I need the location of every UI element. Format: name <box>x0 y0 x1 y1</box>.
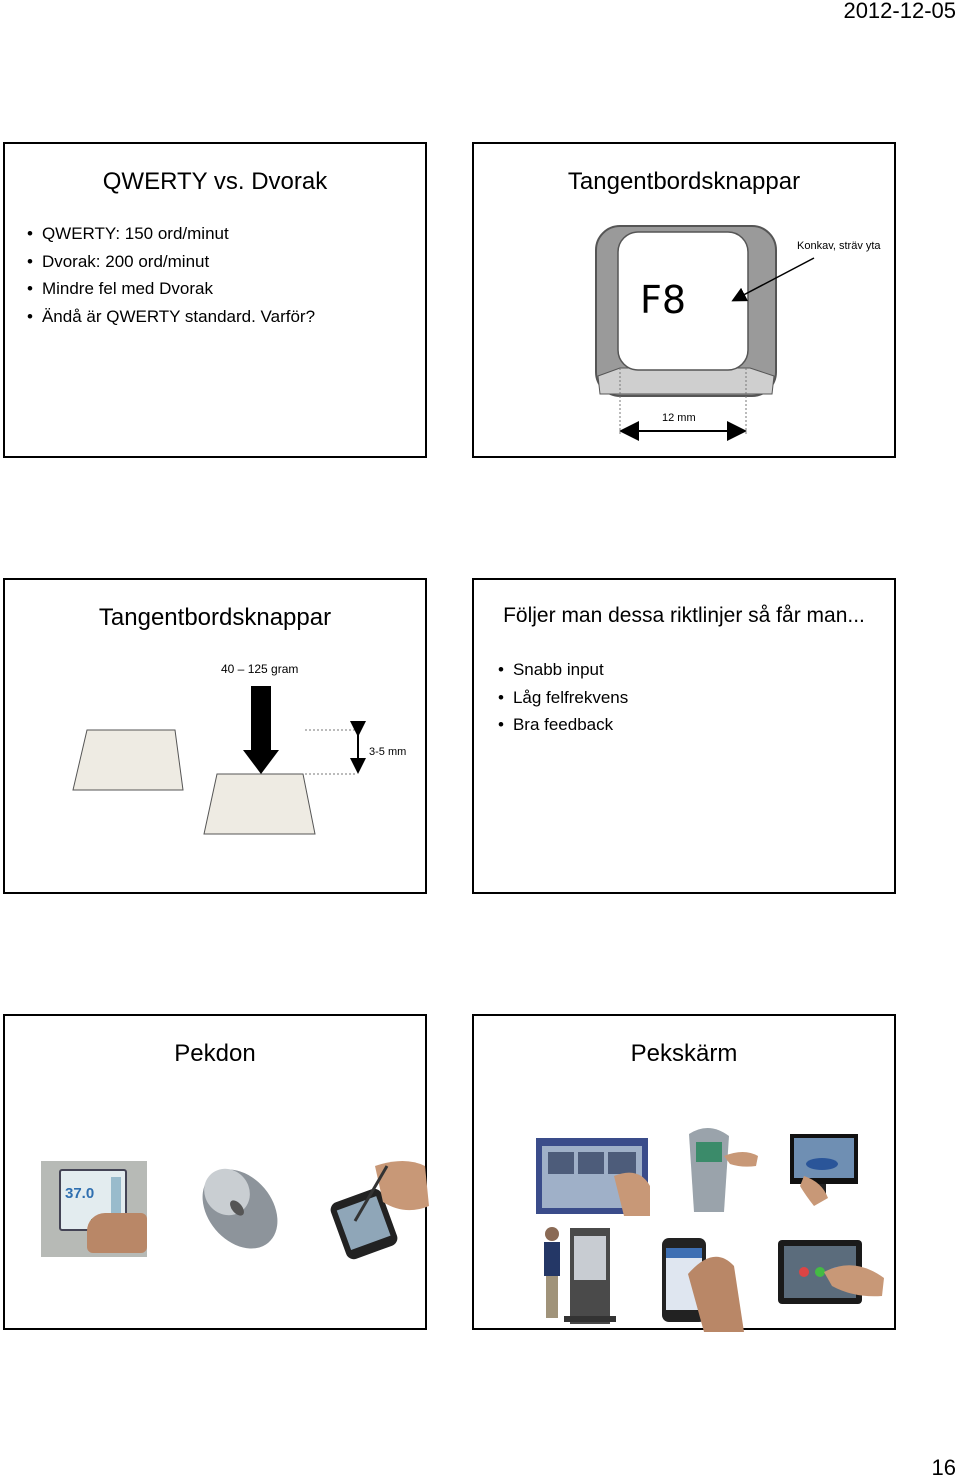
slide-title: Tangentbordsknappar <box>98 604 332 631</box>
slide-touchscreens: Pekskärm <box>472 1014 896 1332</box>
surface-annotation: Konkav, sträv yta <box>797 240 881 252</box>
iphone-touch-photo <box>662 1238 744 1332</box>
slide-keycap-diagram: Tangentbordsknappar F8 Konkav, sträv yta… <box>472 142 896 458</box>
tablet-touch-photo <box>778 1240 884 1304</box>
key-label: F8 <box>640 278 687 322</box>
annotation-arrow <box>731 257 815 302</box>
bullet-item: Snabb input <box>498 656 628 684</box>
force-label: 40 – 125 gram <box>221 662 299 676</box>
bullet-item: QWERTY: 150 ord/minut <box>27 220 315 248</box>
key-pressed <box>203 773 316 835</box>
slide-title: Pekskärm <box>630 1040 738 1067</box>
page-number: 16 <box>931 1455 956 1480</box>
thermostat-readout: 37.0 <box>65 1185 95 1202</box>
computer-mouse-photo <box>202 1168 278 1249</box>
slide-guidelines-result: Följer man dessa riktlinjer så får man..… <box>472 578 896 894</box>
bullet-item: Bra feedback <box>498 711 628 739</box>
touchscreen-photos <box>536 1127 884 1332</box>
info-kiosk-person-photo <box>544 1227 616 1324</box>
kiosk-terminal-photo <box>689 1127 758 1212</box>
bullet-item: Dvorak: 200 ord/minut <box>27 248 315 276</box>
slide-pointing-devices: Pekdon 37.0 <box>3 1014 429 1330</box>
bullet-item: Mindre fel med Dvorak <box>27 275 315 303</box>
slide-qwerty-vs-dvorak: QWERTY vs. Dvorak QWERTY: 150 ord/minut … <box>3 142 427 458</box>
bullet-list: Snabb input Låg felfrekvens Bra feedback <box>498 656 628 739</box>
monitor-touch-photo <box>790 1134 858 1206</box>
bullet-item: Ändå är QWERTY standard. Varför? <box>27 303 315 331</box>
smartphone-stylus-photo <box>330 1161 429 1260</box>
keycap-diagram <box>595 225 815 441</box>
force-arrow-shaft <box>251 686 271 752</box>
key-force-diagram <box>72 686 366 835</box>
keycap-bottom-bevel <box>597 367 775 395</box>
thermostat-touch-photo: 37.0 <box>41 1161 147 1257</box>
width-dimension-label: 12 mm <box>662 412 696 424</box>
force-arrow-head <box>243 750 279 774</box>
slide-title: Pekdon <box>174 1040 256 1067</box>
slide-key-force-diagram: Tangentbordsknappar 40 – 125 gram 3-5 mm <box>3 578 427 894</box>
bullet-item: Låg felfrekvens <box>498 684 628 712</box>
control-panel-touch-photo <box>536 1138 650 1216</box>
mouse-and-phone-illustrations <box>202 1161 429 1260</box>
travel-label: 3-5 mm <box>369 746 407 758</box>
key-at-rest <box>72 729 184 791</box>
slide-title: Följer man dessa riktlinjer så får man..… <box>503 604 865 627</box>
slide-title: QWERTY vs. Dvorak <box>102 168 328 195</box>
slide-title: Tangentbordsknappar <box>567 168 801 195</box>
bullet-list: QWERTY: 150 ord/minut Dvorak: 200 ord/mi… <box>27 220 315 330</box>
page-date: 2012-12-05 <box>843 0 956 23</box>
